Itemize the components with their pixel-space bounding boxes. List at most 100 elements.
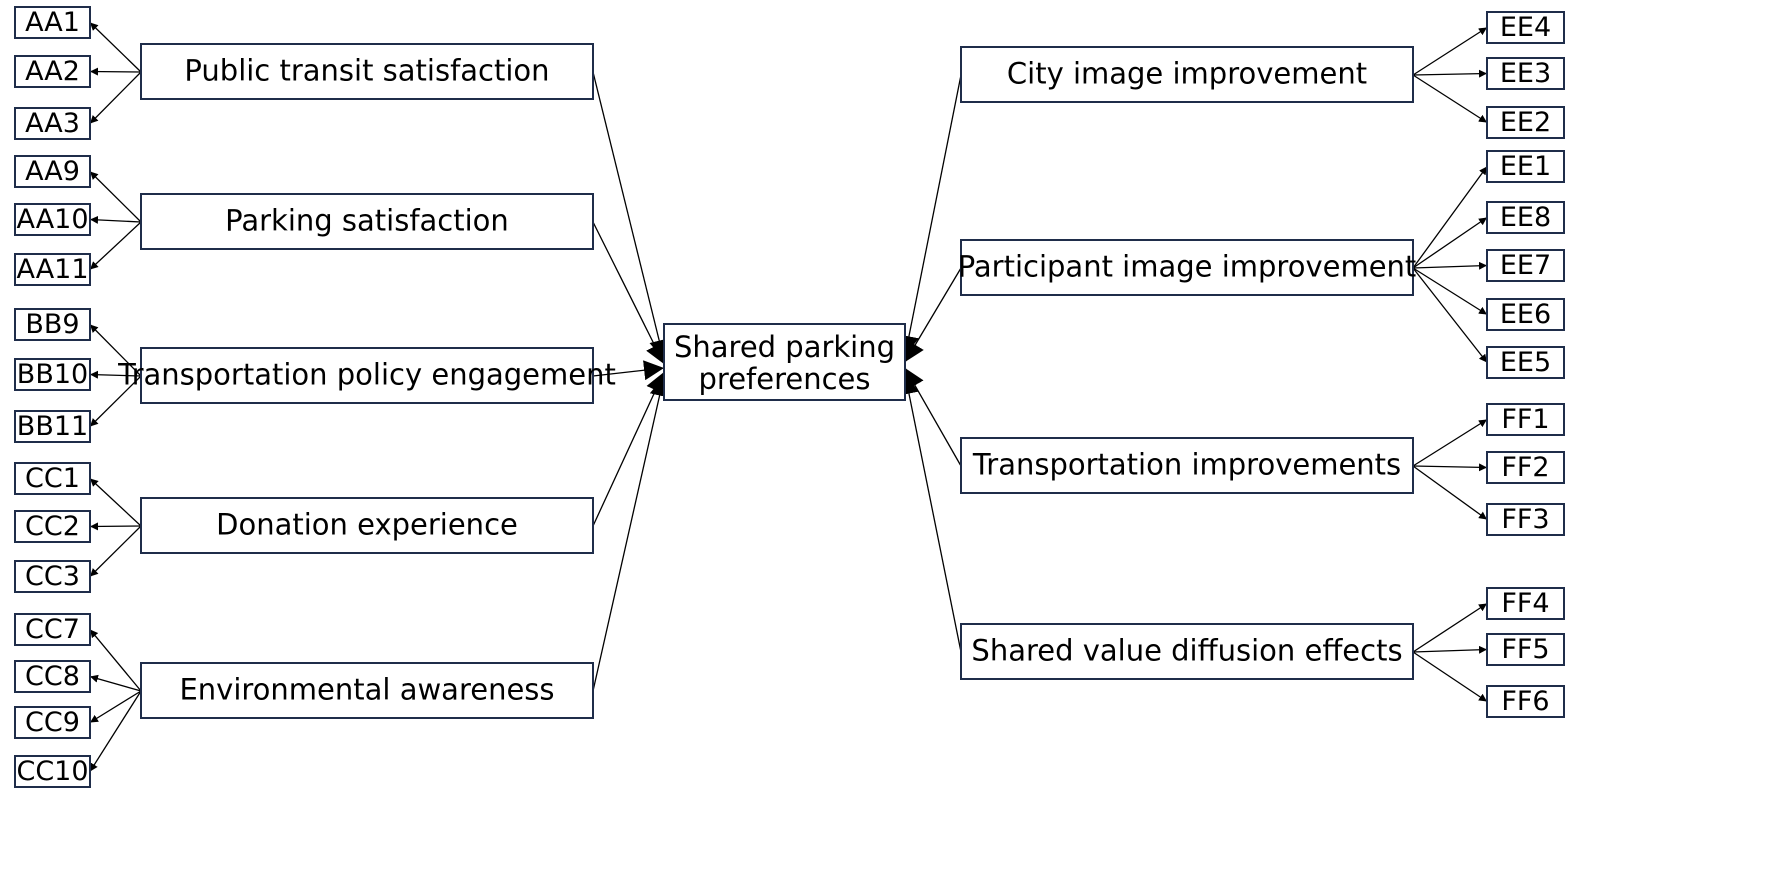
indicator-arrow-aa9 <box>89 171 142 223</box>
indicator-cc3: CC3 <box>14 560 91 593</box>
indicator-arrow-ee7 <box>1412 261 1488 270</box>
indicator-cc2-label: CC2 <box>25 511 80 542</box>
indicator-cc8-box <box>14 660 91 693</box>
indicator-ff2-label: FF2 <box>1501 452 1549 483</box>
construct-participant-image-improvement-label: Participant image improvement <box>958 250 1417 284</box>
indicator-aa2-label: AA2 <box>25 56 80 87</box>
construct-city-image-improvement-label: City image improvement <box>1007 57 1367 91</box>
indicator-cc2: CC2 <box>14 510 91 543</box>
indicator-cc8-label: CC8 <box>25 661 80 692</box>
indicator-ee2-label: EE2 <box>1500 107 1551 138</box>
indicator-arrow-cc7 <box>89 629 142 692</box>
indicator-arrow-ff5 <box>1412 645 1488 654</box>
indicator-ff1-label: FF1 <box>1501 404 1549 435</box>
indicator-ee7-label: EE7 <box>1500 250 1551 281</box>
path-arrow-parking-satisfaction <box>592 221 665 365</box>
indicator-ee4: EE4 <box>1486 11 1565 44</box>
indicator-bb10-box <box>14 358 91 391</box>
indicator-ee1-label: EE1 <box>1500 151 1551 182</box>
construct-parking-satisfaction-box <box>140 193 594 250</box>
indicator-arrow-aa11 <box>89 221 142 270</box>
indicator-ff4-label: FF4 <box>1501 588 1549 619</box>
indicator-cc8: CC8 <box>14 660 91 693</box>
indicator-aa1-label: AA1 <box>25 7 80 38</box>
indicator-arrow-cc3 <box>89 525 142 577</box>
indicator-ee8-box <box>1486 201 1565 234</box>
indicator-cc1-label: CC1 <box>25 463 80 494</box>
indicator-cc10-box <box>14 755 91 788</box>
indicator-cc3-label: CC3 <box>25 561 80 592</box>
center-construct-box <box>663 323 906 401</box>
indicator-aa11-box <box>14 253 91 286</box>
indicator-cc3-box <box>14 560 91 593</box>
indicator-ee6: EE6 <box>1486 298 1565 331</box>
indicator-ee2: EE2 <box>1486 106 1565 139</box>
indicator-arrow-ee3 <box>1412 69 1488 78</box>
indicator-arrow-bb10 <box>89 370 142 379</box>
indicator-ff6: FF6 <box>1486 685 1565 718</box>
indicator-ee2-box <box>1486 106 1565 139</box>
construct-donation-experience-box <box>140 497 594 554</box>
indicator-bb11-label: BB11 <box>17 411 88 442</box>
construct-city-image-improvement: City image improvement <box>960 46 1414 103</box>
indicator-ee7-box <box>1486 249 1565 282</box>
indicator-arrow-ff3 <box>1412 465 1488 521</box>
indicator-bb11-box <box>14 410 91 443</box>
indicator-arrow-cc8 <box>89 674 142 692</box>
path-arrow-city-image-improvement <box>899 74 962 357</box>
indicator-ff6-box <box>1486 685 1565 718</box>
indicator-ee3: EE3 <box>1486 57 1565 90</box>
indicator-ee1: EE1 <box>1486 150 1565 183</box>
construct-participant-image-improvement-box <box>960 239 1414 296</box>
indicator-ff6-label: FF6 <box>1501 686 1549 717</box>
construct-shared-value-diffusion-effects: Shared value diffusion effects <box>960 623 1414 680</box>
path-arrow-participant-image-improvement <box>904 267 962 363</box>
indicator-cc9-label: CC9 <box>25 707 80 738</box>
indicator-bb10-label: BB10 <box>17 359 88 390</box>
indicator-ff5-label: FF5 <box>1501 634 1549 665</box>
construct-parking-satisfaction: Parking satisfaction <box>140 193 594 250</box>
indicator-ee1-box <box>1486 150 1565 183</box>
indicator-ee3-label: EE3 <box>1500 58 1551 89</box>
indicator-arrow-cc9 <box>89 690 142 724</box>
indicator-arrow-aa2 <box>89 67 142 76</box>
indicator-arrow-ee1 <box>1412 166 1488 269</box>
indicator-cc9: CC9 <box>14 706 91 739</box>
indicator-ee6-label: EE6 <box>1500 299 1551 330</box>
construct-transportation-improvements-label: Transportation improvements <box>972 448 1401 482</box>
construct-environmental-awareness: Environmental awareness <box>140 662 594 719</box>
indicator-ff1-box <box>1486 403 1565 436</box>
path-arrow-public-transit-satisfaction <box>592 71 669 361</box>
indicator-arrow-aa1 <box>89 22 142 73</box>
indicator-aa10-box <box>14 203 91 236</box>
indicator-ff2: FF2 <box>1486 451 1565 484</box>
indicator-arrow-bb11 <box>89 375 142 427</box>
indicator-aa1-box <box>14 6 91 39</box>
indicator-ee5: EE5 <box>1486 346 1565 379</box>
indicator-arrow-ee8 <box>1412 216 1488 269</box>
indicator-arrow-ee5 <box>1412 267 1488 363</box>
indicator-aa2: AA2 <box>14 55 91 88</box>
indicator-ee7: EE7 <box>1486 249 1565 282</box>
indicator-arrow-ff1 <box>1412 418 1488 467</box>
indicator-ff3: FF3 <box>1486 503 1565 536</box>
construct-shared-value-diffusion-effects-label: Shared value diffusion effects <box>971 634 1402 668</box>
indicator-cc1-box <box>14 462 91 495</box>
indicator-ff5-box <box>1486 633 1565 666</box>
indicator-bb9: BB9 <box>14 308 91 341</box>
construct-participant-image-improvement: Participant image improvement <box>958 239 1417 296</box>
indicator-arrow-ff6 <box>1412 651 1488 703</box>
indicator-arrow-ee4 <box>1412 26 1488 76</box>
center-label-line: Shared parking <box>674 330 895 364</box>
indicator-ee4-label: EE4 <box>1500 12 1551 43</box>
indicator-ee5-label: EE5 <box>1500 347 1551 378</box>
indicator-aa1: AA1 <box>14 6 91 39</box>
construct-environmental-awareness-box <box>140 662 594 719</box>
construct-public-transit-satisfaction-label: Public transit satisfaction <box>184 54 549 88</box>
indicator-ff3-label: FF3 <box>1501 504 1549 535</box>
indicator-ff3-box <box>1486 503 1565 536</box>
